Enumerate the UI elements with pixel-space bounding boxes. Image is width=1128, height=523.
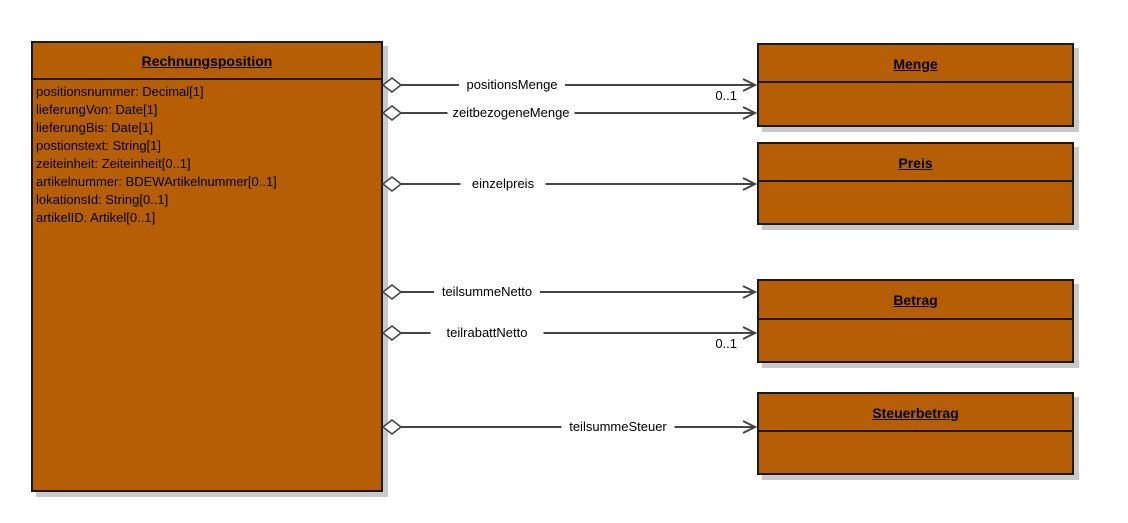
arrowhead-icon (742, 106, 758, 120)
association-teilrabattNetto[interactable]: teilrabattNetto 0..1 (381, 325, 758, 351)
arrowhead-icon (742, 78, 758, 92)
attribute: positionsnummer: Decimal[1] (36, 84, 204, 99)
class-title: Menge (759, 45, 1072, 83)
multiplicity-label: 0..1 (715, 336, 737, 351)
role-label: teilsummeNetto (442, 284, 532, 299)
role-label: zeitbezogeneMenge (452, 105, 569, 120)
role-label-background (447, 105, 575, 121)
attribute: artikelnummer: BDEWArtikelnummer[0..1] (36, 174, 277, 189)
aggregation-diamond-icon (381, 284, 403, 300)
attribute: postionstext: String[1] (36, 138, 162, 153)
role-label: positionsMenge (466, 77, 557, 92)
aggregation-diamond-icon (381, 105, 403, 121)
association-zeitbezogeneMenge[interactable]: zeitbezogeneMenge (381, 105, 758, 121)
class-steuerbetrag[interactable]: Steuerbetrag (757, 392, 1074, 475)
aggregation-diamond-icon (381, 325, 403, 341)
role-label: teilsummeSteuer (569, 419, 667, 434)
aggregation-diamond-icon (381, 419, 403, 435)
association-einzelpreis[interactable]: einzelpreis (381, 176, 758, 192)
role-label: einzelpreis (472, 176, 535, 191)
arrowhead-icon (742, 420, 758, 434)
association-teilsummeNetto[interactable]: teilsummeNetto (381, 284, 758, 300)
role-label-background (430, 325, 544, 341)
aggregation-diamond-icon (381, 77, 403, 93)
arrowhead-icon (742, 177, 758, 191)
class-title: Betrag (759, 281, 1072, 320)
role-label-background (459, 77, 565, 93)
class-rechnungsposition[interactable]: Rechnungsposition positionsnummer: Decim… (31, 41, 383, 492)
class-preis[interactable]: Preis (757, 142, 1074, 225)
attribute: lieferungBis: Date[1] (36, 120, 154, 135)
association-teilsummeSteuer[interactable]: teilsummeSteuer (381, 419, 758, 435)
arrowhead-icon (742, 326, 758, 340)
attribute: artikelID: Artikel[0..1] (36, 210, 156, 225)
aggregation-diamond-icon (381, 176, 403, 192)
role-label-background (561, 419, 675, 435)
attribute: zeiteinheit: Zeiteinheit[0..1] (36, 156, 191, 171)
class-betrag[interactable]: Betrag (757, 279, 1074, 363)
attribute: lieferungVon: Date[1] (36, 102, 158, 117)
arrowhead-icon (742, 285, 758, 299)
class-title: Steuerbetrag (759, 394, 1072, 432)
association-positionsMenge[interactable]: positionsMenge 0..1 (381, 77, 758, 103)
role-label-background (460, 176, 546, 192)
attribute: lokationsId: String[0..1] (36, 192, 169, 207)
multiplicity-label: 0..1 (715, 88, 737, 103)
class-menge[interactable]: Menge (757, 43, 1074, 127)
class-title: Preis (759, 144, 1072, 182)
class-title: Rechnungsposition (33, 43, 381, 80)
role-label-background (434, 284, 540, 300)
role-label: teilrabattNetto (447, 325, 528, 340)
attribute-list: positionsnummer: Decimal[1] lieferungVon… (33, 80, 381, 227)
